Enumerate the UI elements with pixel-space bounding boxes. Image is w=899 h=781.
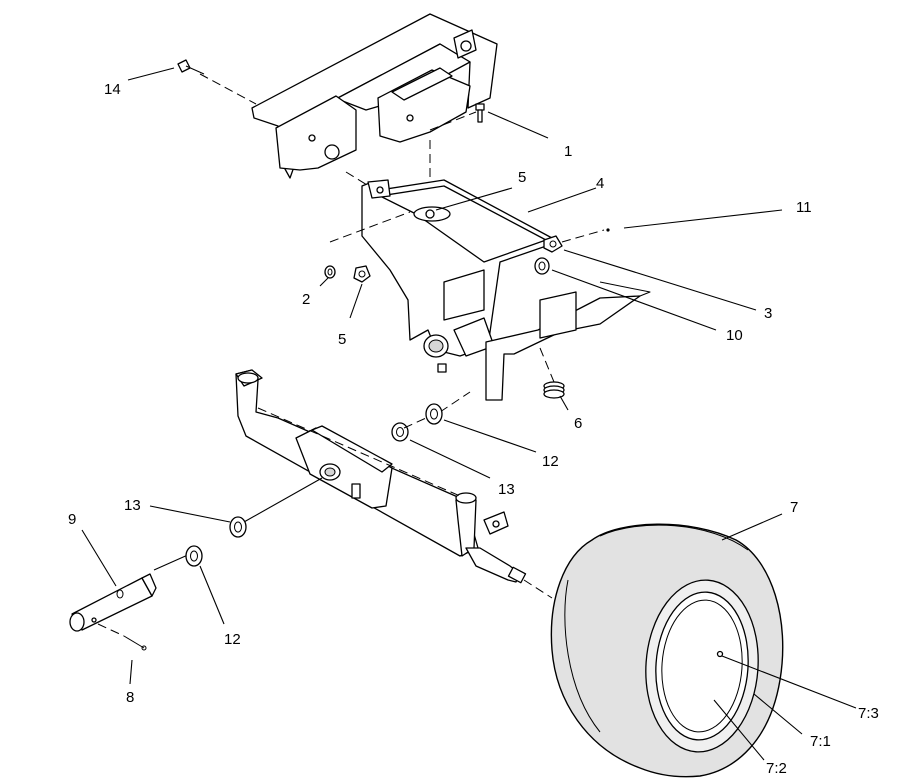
callout-5-upper: 5 <box>518 169 526 186</box>
callout-10: 10 <box>726 327 743 344</box>
spring-6 <box>543 381 565 399</box>
pivot-pin-9 <box>69 573 157 632</box>
bolt-1 <box>475 103 485 123</box>
callout-5-lower: 5 <box>338 331 346 348</box>
callout-labels: 14 1 5 4 11 2 5 3 10 6 12 13 7 13 9 12 8… <box>68 81 879 777</box>
washer-10 <box>534 257 550 275</box>
front-axle <box>235 369 527 584</box>
frame-bracket <box>251 13 498 179</box>
callout-4: 4 <box>596 175 604 192</box>
callout-11: 11 <box>796 199 812 216</box>
callout-7-1: 7:1 <box>810 733 831 750</box>
callout-7-3: 7:3 <box>858 705 879 722</box>
callout-12-upper: 12 <box>542 453 559 470</box>
callout-7: 7 <box>790 499 798 516</box>
callout-12-lower: 12 <box>224 631 241 648</box>
leader-lines <box>81 67 857 761</box>
pin-11 <box>606 228 610 232</box>
axle-support-bracket-4 <box>361 179 651 401</box>
cotter-pin-8 <box>123 635 147 651</box>
callout-2: 2 <box>302 291 310 308</box>
nut-5-lower <box>353 265 371 283</box>
bolt-14 <box>177 59 205 75</box>
callout-8: 8 <box>126 689 134 706</box>
wheel-assembly-7 <box>550 523 784 778</box>
washer-12-lower <box>185 545 203 567</box>
callout-13-lower: 13 <box>124 497 141 514</box>
washer-12-upper <box>425 403 443 425</box>
washer-13-lower <box>229 516 247 538</box>
washer-13-upper <box>391 422 409 442</box>
washer-2 <box>324 265 336 279</box>
callout-3: 3 <box>764 305 772 322</box>
callout-13-upper: 13 <box>498 481 515 498</box>
nut-3 <box>543 235 563 253</box>
callout-14: 14 <box>104 81 121 98</box>
callout-7-2: 7:2 <box>766 760 787 777</box>
callout-6: 6 <box>574 415 582 432</box>
callout-9: 9 <box>68 511 76 528</box>
callout-1: 1 <box>564 143 572 160</box>
